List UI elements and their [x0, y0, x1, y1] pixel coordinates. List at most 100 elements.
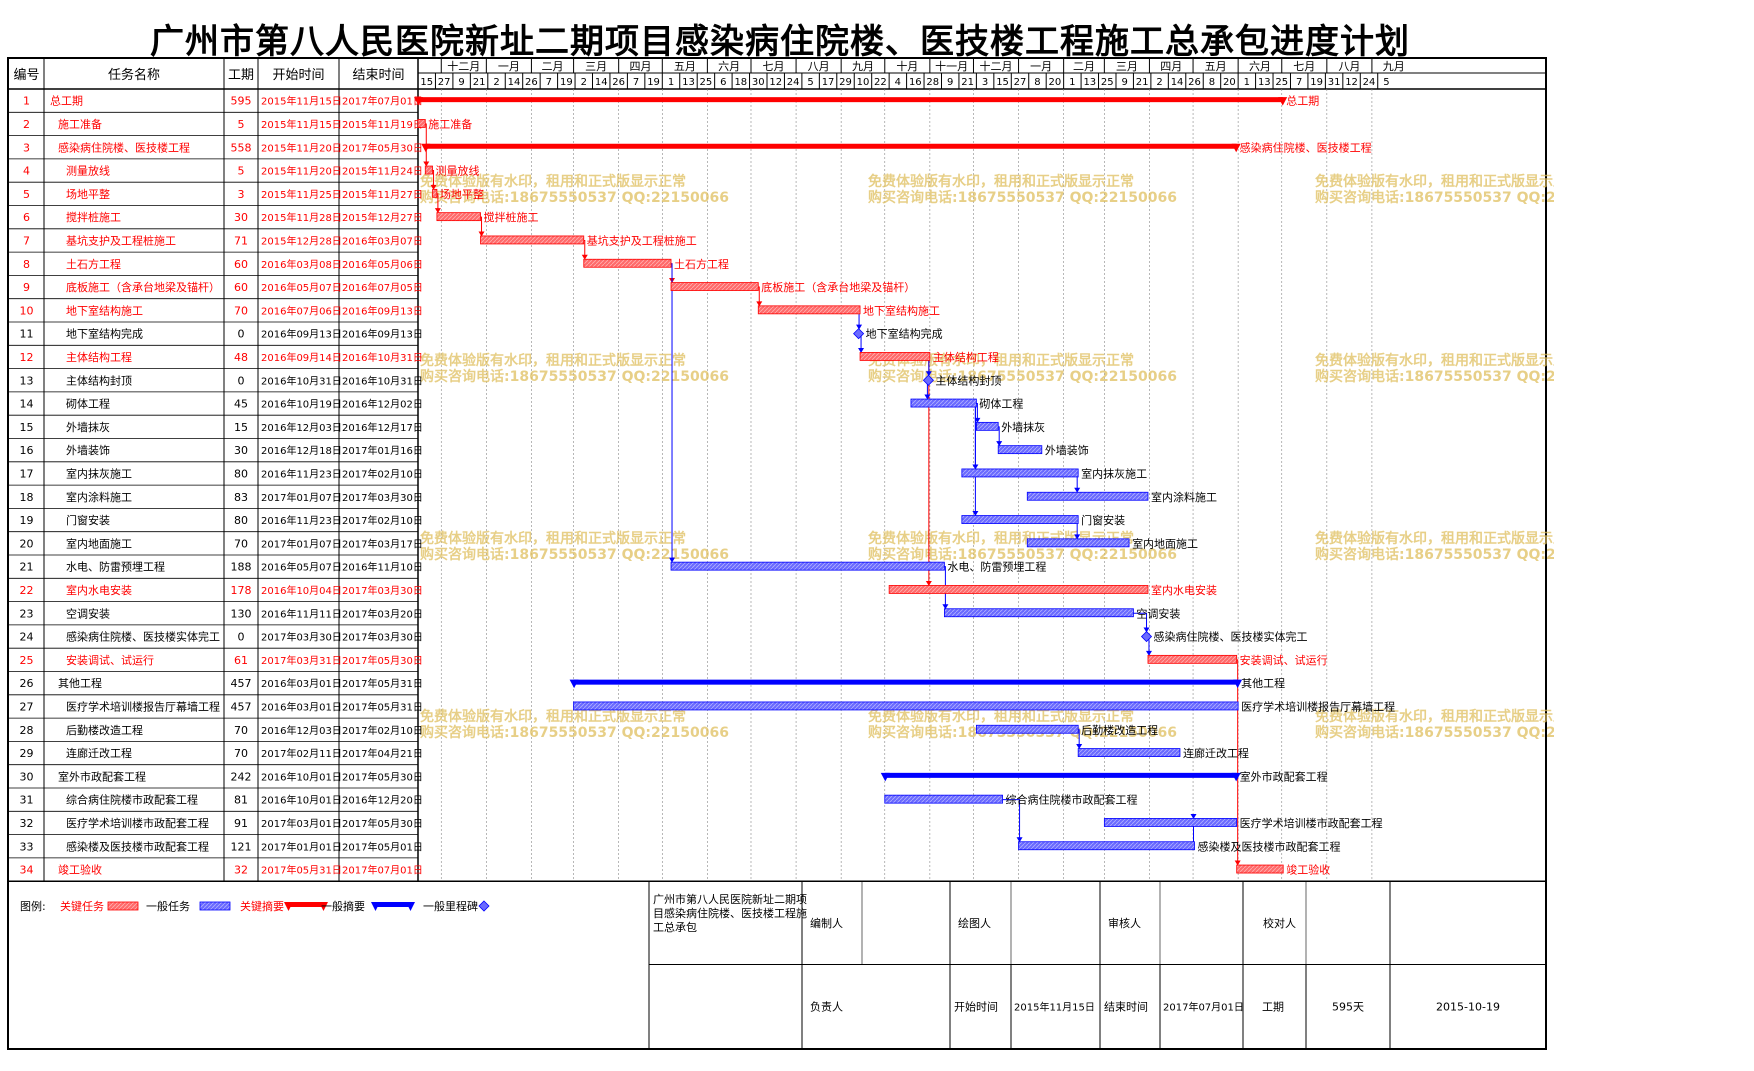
task-end: 2016年09月13日: [342, 304, 423, 317]
task-name: 感染病住院楼、医技楼实体完工: [66, 630, 220, 644]
task-start: 2015年11月15日: [261, 118, 342, 131]
day-label: 15: [996, 77, 1009, 88]
month-label: 六月: [718, 60, 740, 73]
month-label: 一月: [1030, 60, 1052, 73]
day-label: 21: [473, 77, 486, 88]
task-name: 搅拌桩施工: [66, 210, 121, 224]
watermark-line2: 购买咨询电话:18675550537 QQ:22150066: [868, 546, 1177, 563]
task-bar: [884, 794, 1003, 804]
task-start: 2016年11月23日: [261, 467, 342, 480]
task-start: 2017年03月31日: [261, 654, 342, 667]
task-end: 2016年05月06日: [342, 258, 423, 271]
dependency-arrow: [1074, 534, 1081, 540]
task-duration: 91: [234, 817, 248, 830]
task-end: 2017年02月10日: [342, 724, 423, 737]
task-duration: 5: [238, 118, 245, 131]
bar-label: 地下室结构完成: [866, 327, 943, 341]
task-start: 2015年11月28日: [261, 211, 342, 224]
day-label: 13: [682, 77, 695, 88]
bar-label: 连廊迁改工程: [1183, 746, 1249, 760]
day-label: 1: [1244, 77, 1250, 88]
task-end: 2017年02月10日: [342, 514, 423, 527]
day-label: 10: [857, 77, 870, 88]
task-duration: 188: [231, 561, 252, 574]
month-header: 十二月一月二月三月四月五月六月七月八月九月十月十一月十二月一月二月三月四月五月六…: [440, 59, 1405, 73]
task-id: 24: [20, 631, 34, 644]
bar-label: 底板施工（含承台地梁及锚杆）: [761, 280, 915, 294]
footer-date-value: 2015-10-19: [1436, 1000, 1500, 1013]
task-bar: [436, 212, 481, 222]
day-label: 19: [647, 77, 660, 88]
watermark-line1: 免费体验版有水印，租用和正式版显示正常: [868, 352, 1134, 369]
legend-item-text: 一般里程碑: [423, 900, 478, 913]
legend-item-text: 关键任务: [60, 899, 104, 913]
month-label: 三月: [585, 60, 607, 73]
legend-summary-swatch: [287, 902, 325, 907]
task-name: 室内涂料施工: [66, 490, 132, 504]
task-name: 医疗学术培训楼报告厅幕墙工程: [66, 699, 220, 713]
task-end: 2016年10月31日: [342, 374, 423, 387]
bar-label: 室内抹灰施工: [1081, 466, 1147, 480]
task-id: 14: [20, 398, 34, 411]
month-label: 五月: [1205, 60, 1227, 73]
task-bar: [432, 188, 438, 198]
task-end: 2017年03月30日: [342, 584, 423, 597]
task-end: 2016年12月02日: [342, 398, 423, 411]
bar-label: 地下室结构施工: [863, 303, 940, 317]
day-label: 27: [1014, 77, 1027, 88]
task-duration: 81: [234, 794, 248, 807]
task-duration: 0: [238, 374, 245, 387]
month-label: 四月: [1160, 60, 1182, 73]
day-label: 26: [612, 77, 625, 88]
task-id: 5: [23, 188, 30, 201]
footer-project: 目感染病住院楼、医技楼工程施: [653, 906, 807, 920]
day-label: 14: [508, 77, 521, 88]
task-bar: [583, 258, 672, 268]
task-name: 竣工验收: [58, 863, 102, 877]
grid: [9, 59, 1546, 882]
task-id: 26: [20, 677, 34, 690]
dependency-arrow: [423, 161, 430, 167]
task-bar: [670, 561, 945, 571]
footer-duration-value: 595天: [1332, 1000, 1364, 1013]
task-start: 2016年10月19日: [261, 398, 342, 411]
task-id: 32: [20, 817, 34, 830]
dependency-line: [1236, 659, 1239, 864]
task-bar: [961, 468, 1079, 478]
watermark-line1: 免费体验版有水印，租用和正式版显示正常: [420, 352, 686, 369]
day-label: 12: [1345, 77, 1358, 88]
task-bar: [1026, 491, 1149, 501]
bar-label: 门窗安装: [1081, 513, 1125, 527]
task-start: 2016年10月04日: [261, 584, 342, 597]
task-end: 2016年03月07日: [342, 234, 423, 247]
task-duration: 3: [238, 188, 245, 201]
task-duration: 5: [238, 165, 245, 178]
summary-start-cap: [421, 143, 431, 153]
day-label: 25: [1101, 77, 1114, 88]
task-bar: [961, 515, 1079, 524]
task-duration: 121: [231, 840, 252, 853]
day-label: 9: [947, 77, 953, 88]
task-duration: 70: [234, 304, 248, 317]
bar-label: 基坑支护及工程桩施工: [587, 233, 697, 247]
bar-label: 空调安装: [1136, 606, 1180, 620]
summary-end-cap: [1233, 679, 1243, 689]
watermark-line1: 免费体验版有水印，租用和正式版显示正常: [1315, 352, 1554, 369]
task-start: 2017年05月31日: [261, 864, 342, 877]
task-id: 9: [23, 281, 30, 294]
dependency-arrow: [1145, 650, 1152, 656]
milestone-diamond: [853, 328, 865, 340]
task-duration: 32: [234, 864, 248, 877]
task-bar: [975, 724, 1079, 734]
day-label: 6: [720, 77, 726, 88]
bar-label: 施工准备: [428, 117, 472, 131]
